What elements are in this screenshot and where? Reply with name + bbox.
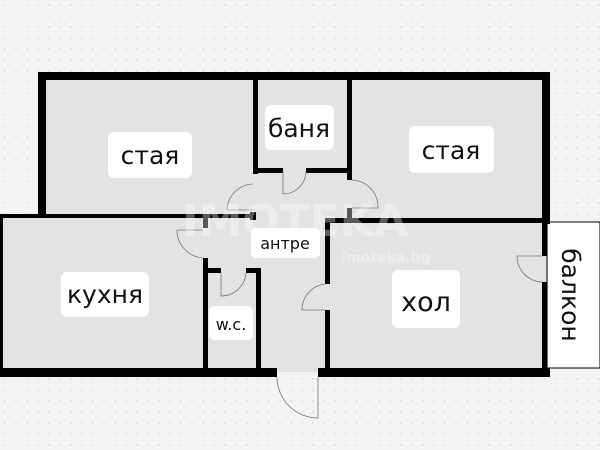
label-bg-wc (209, 306, 253, 340)
wall-living-left-a (325, 218, 330, 284)
wall-right-lower-b (542, 282, 547, 376)
label-bg-room-2 (409, 126, 494, 173)
wall-left-lower (0, 214, 3, 376)
wall-room2-bottom (326, 218, 548, 223)
wall-room1-bath (253, 80, 258, 174)
doors (176, 170, 543, 419)
wall-right-upper (542, 72, 550, 224)
wall-stub (250, 212, 256, 220)
door-living[interactable] (301, 283, 326, 311)
wall-room2-stub (347, 208, 352, 222)
door-wc[interactable] (220, 272, 247, 297)
room-label-bathroom: баня (268, 114, 330, 143)
room-label-wc: w.c. (216, 315, 247, 334)
wall-bottom-left (0, 368, 277, 377)
wall-kitchen-right (203, 258, 208, 372)
wall-wc-top-b (246, 268, 260, 273)
watermark-site: imoteka.bg (341, 250, 430, 266)
door-balcony[interactable] (516, 255, 543, 283)
wall-wc-right (256, 268, 261, 372)
room-label-hallway: антре (260, 234, 310, 253)
room-label-kitchen: кухня (67, 280, 143, 309)
wall-wc-top-a (203, 268, 221, 273)
wall-bath-bottom-a (253, 168, 283, 173)
label-bg-hallway (251, 228, 320, 258)
wall-bath-bottom-b (306, 168, 352, 173)
wall-left-upper (38, 72, 46, 218)
watermark: IMOTEKA imoteka.bg (182, 196, 431, 266)
room-label-balcony: балкон (556, 248, 585, 341)
door-bathroom[interactable] (282, 170, 307, 195)
room-label-room-2: стая (422, 136, 481, 165)
balcony-outline (546, 221, 600, 369)
room-label-room-1: стая (121, 141, 180, 170)
label-bg-bathroom (265, 105, 334, 150)
walls (0, 72, 550, 377)
door-kitchen[interactable] (176, 229, 204, 259)
door-room2[interactable] (351, 179, 379, 209)
wall-step (0, 214, 46, 218)
door-room1[interactable] (226, 183, 254, 211)
balcony-area (548, 222, 600, 368)
room-label-living-room: хол (401, 287, 451, 318)
wall-top (38, 72, 550, 80)
wall-right-lower-a (542, 220, 547, 256)
wall-stub-2 (203, 216, 208, 228)
wall-room1-bottom (46, 214, 256, 218)
wall-living-left-b (325, 310, 330, 372)
door-entrance[interactable] (276, 376, 319, 419)
label-bg-room-1 (108, 132, 192, 178)
wall-bath-room2 (347, 80, 352, 180)
label-bg-living-room (392, 270, 460, 328)
label-bg-kitchen (61, 272, 149, 317)
room-labels: стая баня стая антре кухня w.c. хол балк… (61, 105, 585, 342)
wall-bottom-right (318, 368, 550, 377)
